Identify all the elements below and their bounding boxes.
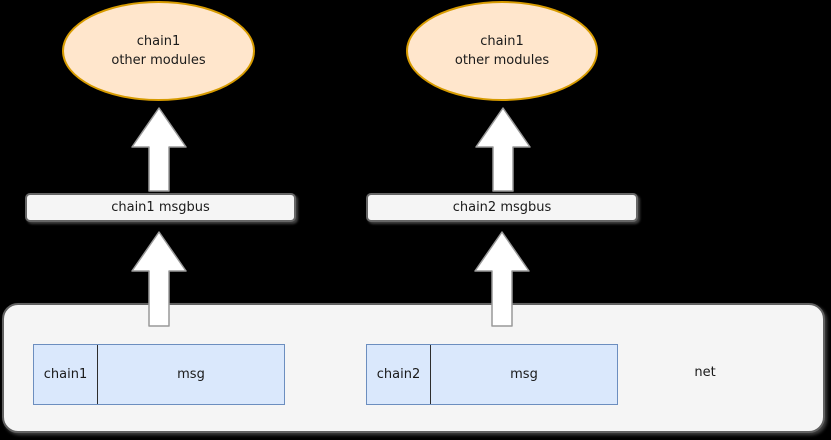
node-chain2-msgbus: chain2 msgbus [366,193,638,222]
node-label-line1: chain1 [480,34,524,49]
packet-payload-cell: msg [510,367,538,382]
up-arrow-icon [475,107,531,192]
up-arrow-icon [131,231,187,327]
node-net-container: chain1 msg chain2 msg net [2,303,825,433]
packet-chain1-msg: chain1 msg [33,344,285,405]
arrow-net-to-bus2 [474,231,530,327]
node-chain2-other-modules: chain1 other modules [406,1,598,101]
packet-chain-cell: chain2 [376,367,421,382]
packet-chain2-msg: chain2 msg [366,344,618,405]
node-chain1-msgbus: chain1 msgbus [25,193,296,222]
packet-payload-cell: msg [177,367,205,382]
up-arrow-icon [131,107,187,192]
packet-chain-cell: chain1 [43,367,88,382]
arrow-bus1-to-modules [131,107,187,192]
packet-divider [97,345,98,404]
packet-divider [430,345,431,404]
node-label-line2: other modules [111,53,206,68]
arrow-net-to-bus1 [131,231,187,327]
node-label-line2: other modules [454,53,550,68]
bus-label: chain1 msgbus [111,200,210,215]
bus-label: chain2 msgbus [452,200,552,215]
up-arrow-icon [474,231,530,327]
node-label-line1: chain1 [136,34,181,49]
node-chain1-other-modules: chain1 other modules [62,1,255,101]
net-label: net [694,365,716,380]
arrow-bus2-to-modules [475,107,531,192]
